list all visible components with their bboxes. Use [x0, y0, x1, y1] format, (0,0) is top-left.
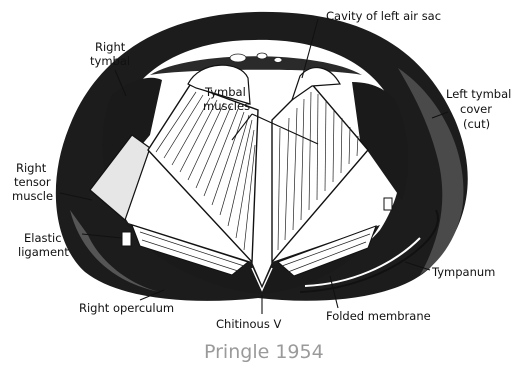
label-tymbal-muscles-1: Tymbal: [204, 85, 246, 99]
label-cavity: Cavity of left air sac: [326, 9, 441, 23]
credit-text: Pringle 1954: [204, 341, 324, 363]
label-tympanum: Tympanum: [431, 265, 495, 279]
label-right-operculum: Right operculum: [79, 301, 174, 315]
label-right-tymbal-1: Right: [95, 40, 126, 54]
cavity-spot-2: [257, 53, 267, 59]
cavity-spot-3: [274, 58, 282, 63]
label-elastic-1: Elastic: [24, 231, 62, 245]
label-left-tymbal-3: (cut): [463, 117, 490, 131]
label-tymbal-muscles-2: muscles: [203, 99, 250, 113]
label-left-tymbal-2: cover: [460, 102, 492, 116]
label-left-tymbal-1: Left tymbal: [446, 87, 511, 101]
label-right-tensor-1: Right: [16, 161, 47, 175]
label-elastic-2: ligament: [18, 245, 69, 259]
label-right-tensor-2: tensor: [14, 175, 51, 189]
label-chitinous-v: Chitinous V: [216, 317, 281, 331]
left-elastic-ligament: [384, 198, 392, 210]
cavity-spot-1: [230, 54, 246, 62]
label-folded-membrane: Folded membrane: [326, 309, 431, 323]
label-right-tensor-3: muscle: [12, 189, 53, 203]
elastic-ligament: [122, 232, 131, 246]
label-right-tymbal-2: tymbal: [90, 54, 130, 68]
